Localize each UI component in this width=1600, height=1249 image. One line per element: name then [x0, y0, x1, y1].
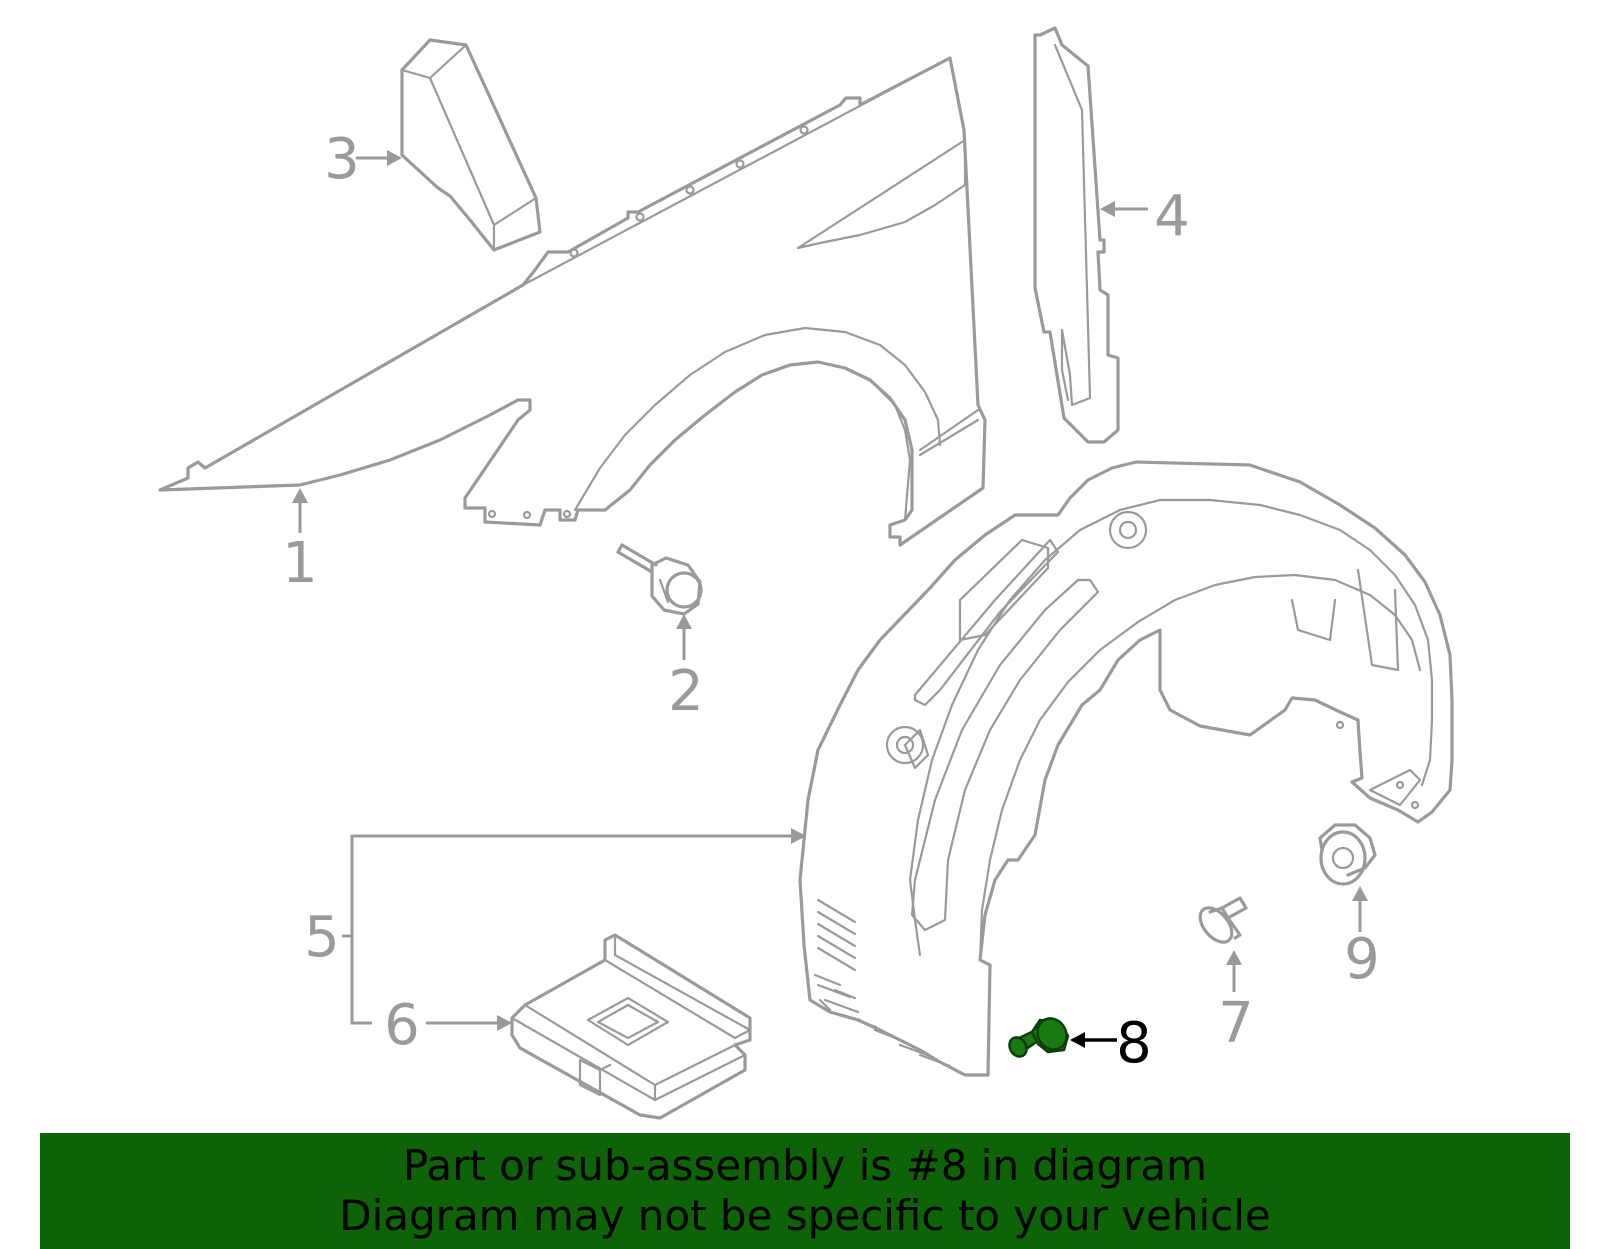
- callout-1: 1: [282, 531, 318, 596]
- leader-3: [356, 150, 402, 166]
- push-pin-part: [1198, 896, 1248, 944]
- leader-5: [342, 828, 806, 1025]
- callout-2: 2: [668, 659, 704, 724]
- banner-line-part-number: Part or sub-assembly is #8 in diagram: [402, 1141, 1208, 1190]
- leader-4: [1100, 201, 1148, 217]
- splash-shield-part: [510, 933, 752, 1120]
- bolt-part: [616, 543, 703, 616]
- leader-2: [676, 614, 692, 660]
- leader-6: [426, 1015, 512, 1031]
- leader-9: [1352, 886, 1368, 932]
- upper-insulator-part: [400, 38, 542, 252]
- callout-6: 6: [384, 993, 420, 1058]
- fender-liner-part: [798, 460, 1454, 1077]
- callout-8[interactable]: 8: [1116, 1011, 1152, 1076]
- callout-5: 5: [304, 905, 340, 970]
- banner-line-disclaimer: Diagram may not be specific to your vehi…: [339, 1191, 1271, 1240]
- screw-part[interactable]: [1006, 1013, 1072, 1060]
- callout-7: 7: [1218, 991, 1254, 1056]
- info-banner: Part or sub-assembly is #8 in diagram Di…: [40, 1133, 1570, 1249]
- fender-part: [158, 56, 987, 547]
- nut-part: [1318, 823, 1377, 886]
- side-seal-part: [1033, 26, 1120, 444]
- callout-9: 9: [1344, 927, 1380, 992]
- leader-1: [292, 488, 308, 533]
- callout-3: 3: [324, 127, 360, 192]
- callout-4: 4: [1154, 184, 1190, 249]
- leader-8: [1070, 1032, 1117, 1048]
- leader-7: [1226, 950, 1242, 992]
